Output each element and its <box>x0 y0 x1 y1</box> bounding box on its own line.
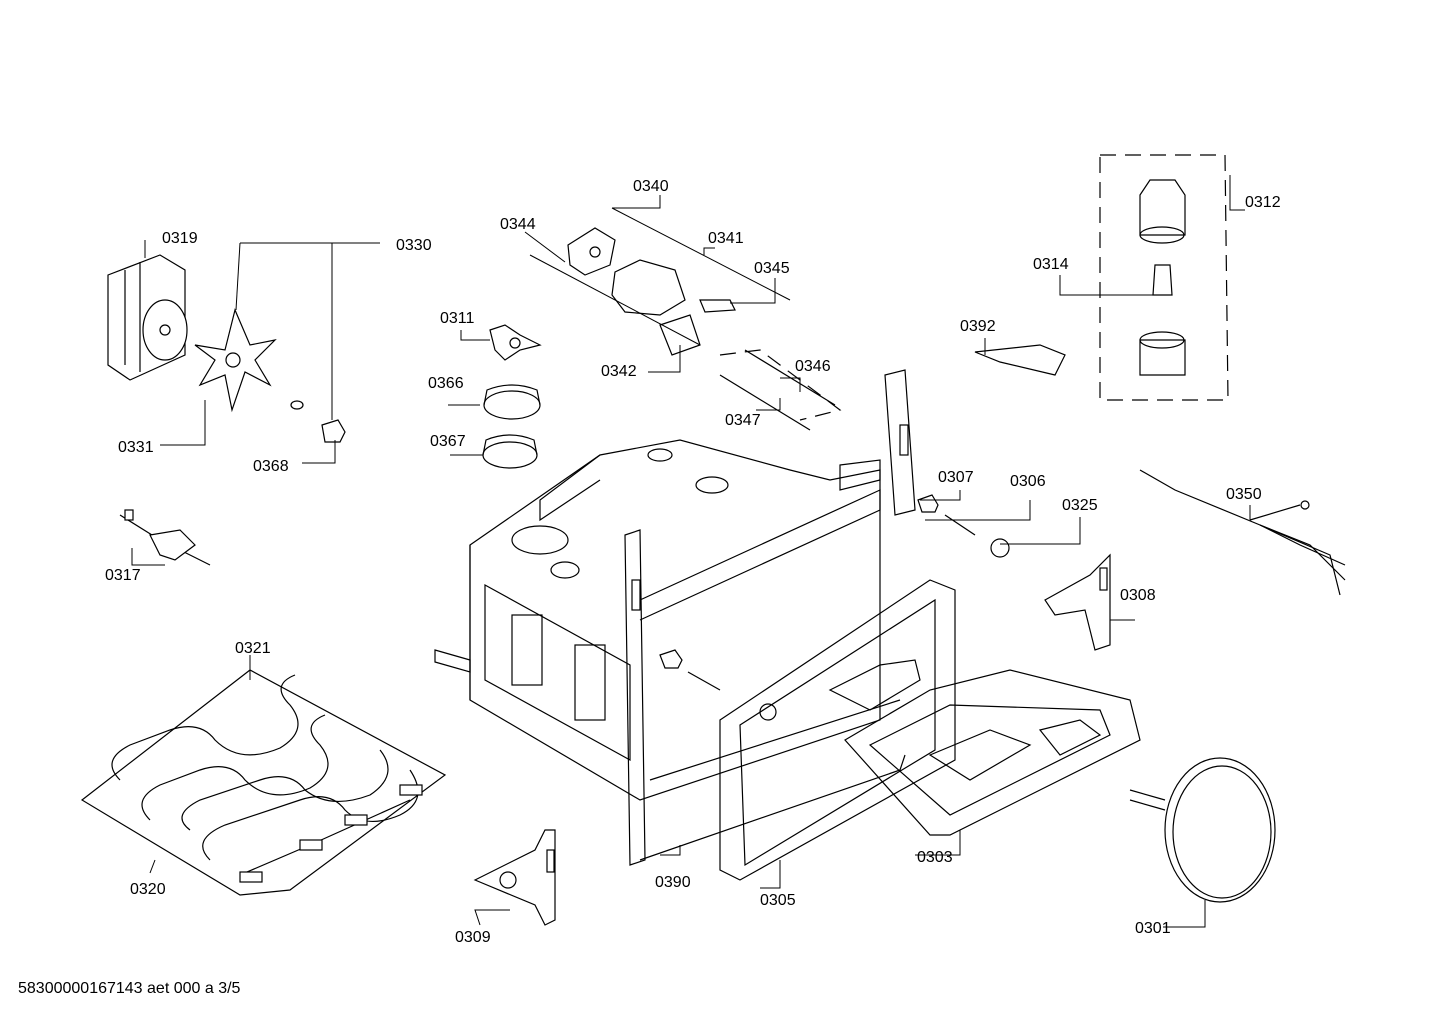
label-0321: 0321 <box>235 640 271 657</box>
hinge-bracket-left <box>473 829 556 926</box>
bottom-heater <box>80 669 447 896</box>
grill-rack <box>828 659 1141 836</box>
fasteners <box>659 494 1010 691</box>
label-0341: 0341 <box>708 230 744 247</box>
label-0301: 0301 <box>1135 920 1171 937</box>
label-0340: 0340 <box>633 178 669 195</box>
sensor-assembly <box>119 509 211 566</box>
clip-part <box>974 344 1066 376</box>
label-0320: 0320 <box>130 881 166 898</box>
document-footer-id: 58300000167143 aet 000 a 3/5 <box>18 980 241 997</box>
hinge-bracket-right <box>1044 553 1111 651</box>
label-0330: 0330 <box>396 237 432 254</box>
label-0305: 0305 <box>760 892 796 909</box>
leader-lines <box>131 175 1251 928</box>
washer-and-nut <box>290 400 346 443</box>
label-0390: 0390 <box>655 874 691 891</box>
circular-heater <box>1129 757 1276 903</box>
fan-motor <box>107 254 188 381</box>
label-0317: 0317 <box>105 567 141 584</box>
fan-wheel <box>194 308 277 413</box>
label-0350: 0350 <box>1226 486 1262 503</box>
label-0368: 0368 <box>253 458 289 475</box>
front-frame <box>624 369 916 866</box>
label-0307: 0307 <box>938 469 974 486</box>
label-0346: 0346 <box>795 358 831 375</box>
label-0309: 0309 <box>455 929 491 946</box>
label-0325: 0325 <box>1062 497 1098 514</box>
label-0311: 0311 <box>440 310 475 327</box>
cable-harness <box>1139 469 1346 596</box>
lamp-assembly <box>1099 154 1229 401</box>
label-0342: 0342 <box>601 363 637 380</box>
label-0303: 0303 <box>917 849 953 866</box>
label-0345: 0345 <box>754 260 790 277</box>
label-0306: 0306 <box>1010 473 1046 490</box>
label-0314: 0314 <box>1033 256 1069 273</box>
label-0392: 0392 <box>960 318 996 335</box>
switch-group <box>529 207 791 356</box>
label-0344: 0344 <box>500 216 536 233</box>
label-0366: 0366 <box>428 375 464 392</box>
label-0347: 0347 <box>725 412 761 429</box>
rack-frame <box>719 579 956 881</box>
part-labels: 0301 0303 0305 0306 0307 0308 0309 0311 … <box>105 178 1281 946</box>
small-parts-stack <box>482 324 542 469</box>
label-0319: 0319 <box>162 230 198 247</box>
label-0367: 0367 <box>430 433 466 450</box>
label-0312: 0312 <box>1245 194 1281 211</box>
label-0308: 0308 <box>1120 587 1156 604</box>
label-0331: 0331 <box>118 439 154 456</box>
oven-cavity <box>434 439 881 801</box>
